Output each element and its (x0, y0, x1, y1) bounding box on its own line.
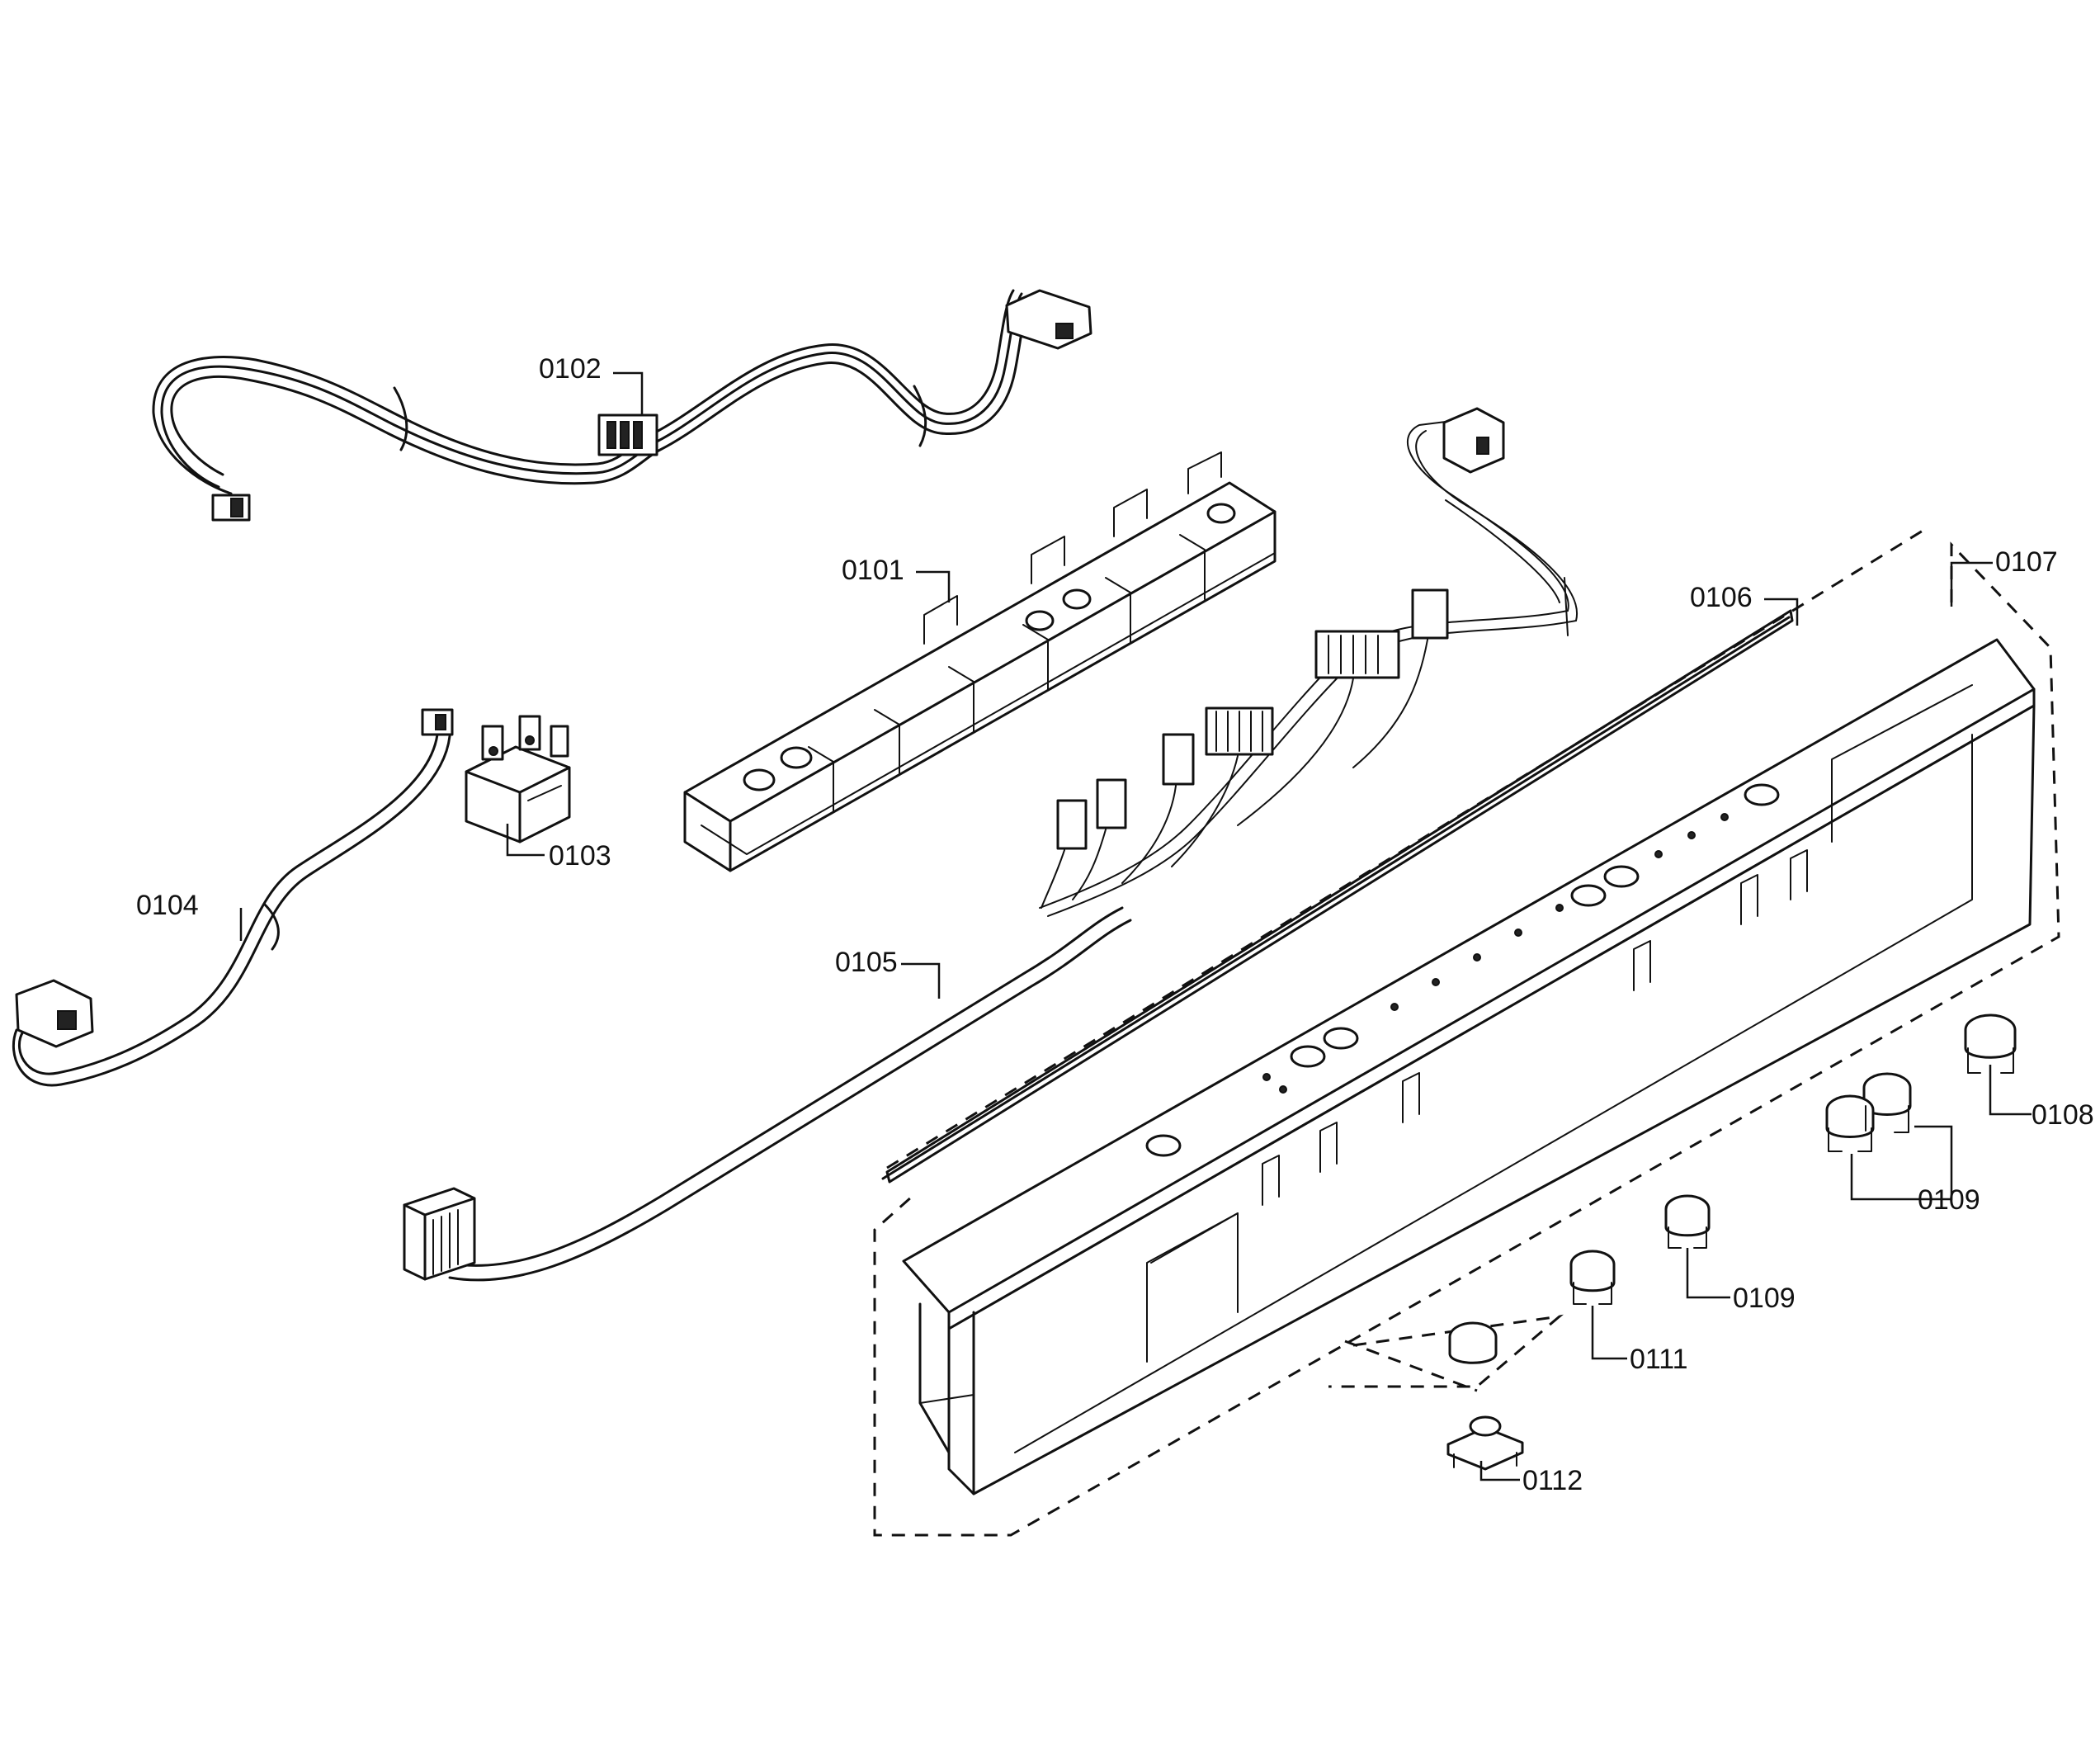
part-0109-button[interactable] (1664, 1194, 1711, 1249)
part-0108-button[interactable] (1964, 1014, 2017, 1074)
part-0106-seal-strip[interactable] (881, 609, 1794, 1184)
label-0109-pair: 0109 (1918, 1184, 1980, 1216)
leader-lines (239, 371, 2032, 1481)
part-0103-switch[interactable] (465, 715, 571, 843)
label-0104: 0104 (136, 890, 199, 921)
label-0109-single: 0109 (1733, 1283, 1796, 1314)
label-0103: 0103 (549, 840, 611, 872)
part-0105-main-harness[interactable] (403, 407, 1579, 1282)
part-0107-fascia-assembly[interactable] (873, 527, 2060, 1537)
label-0102: 0102 (539, 353, 602, 385)
label-0108: 0108 (2032, 1099, 2094, 1131)
label-0107: 0107 (1995, 546, 2058, 578)
part-0109-button-pair[interactable] (1825, 1072, 1912, 1152)
label-0101: 0101 (842, 555, 904, 586)
label-0105: 0105 (835, 947, 898, 978)
label-0111: 0111 (1630, 1344, 1688, 1375)
label-0112: 0112 (1522, 1465, 1583, 1496)
part-0112-clip[interactable] (1446, 1415, 1524, 1471)
part-0101-control-module[interactable] (683, 451, 1277, 872)
part-0102-wire-harness[interactable] (152, 289, 1092, 522)
knob-cap (1448, 1321, 1498, 1364)
part-0104-wire-harness[interactable] (12, 708, 454, 1087)
label-0106: 0106 (1690, 582, 1753, 613)
part-number-labels: 0102 0101 0103 0104 0105 0106 0107 0108 … (136, 353, 2094, 1496)
part-0111-button[interactable] (1569, 1250, 1616, 1305)
